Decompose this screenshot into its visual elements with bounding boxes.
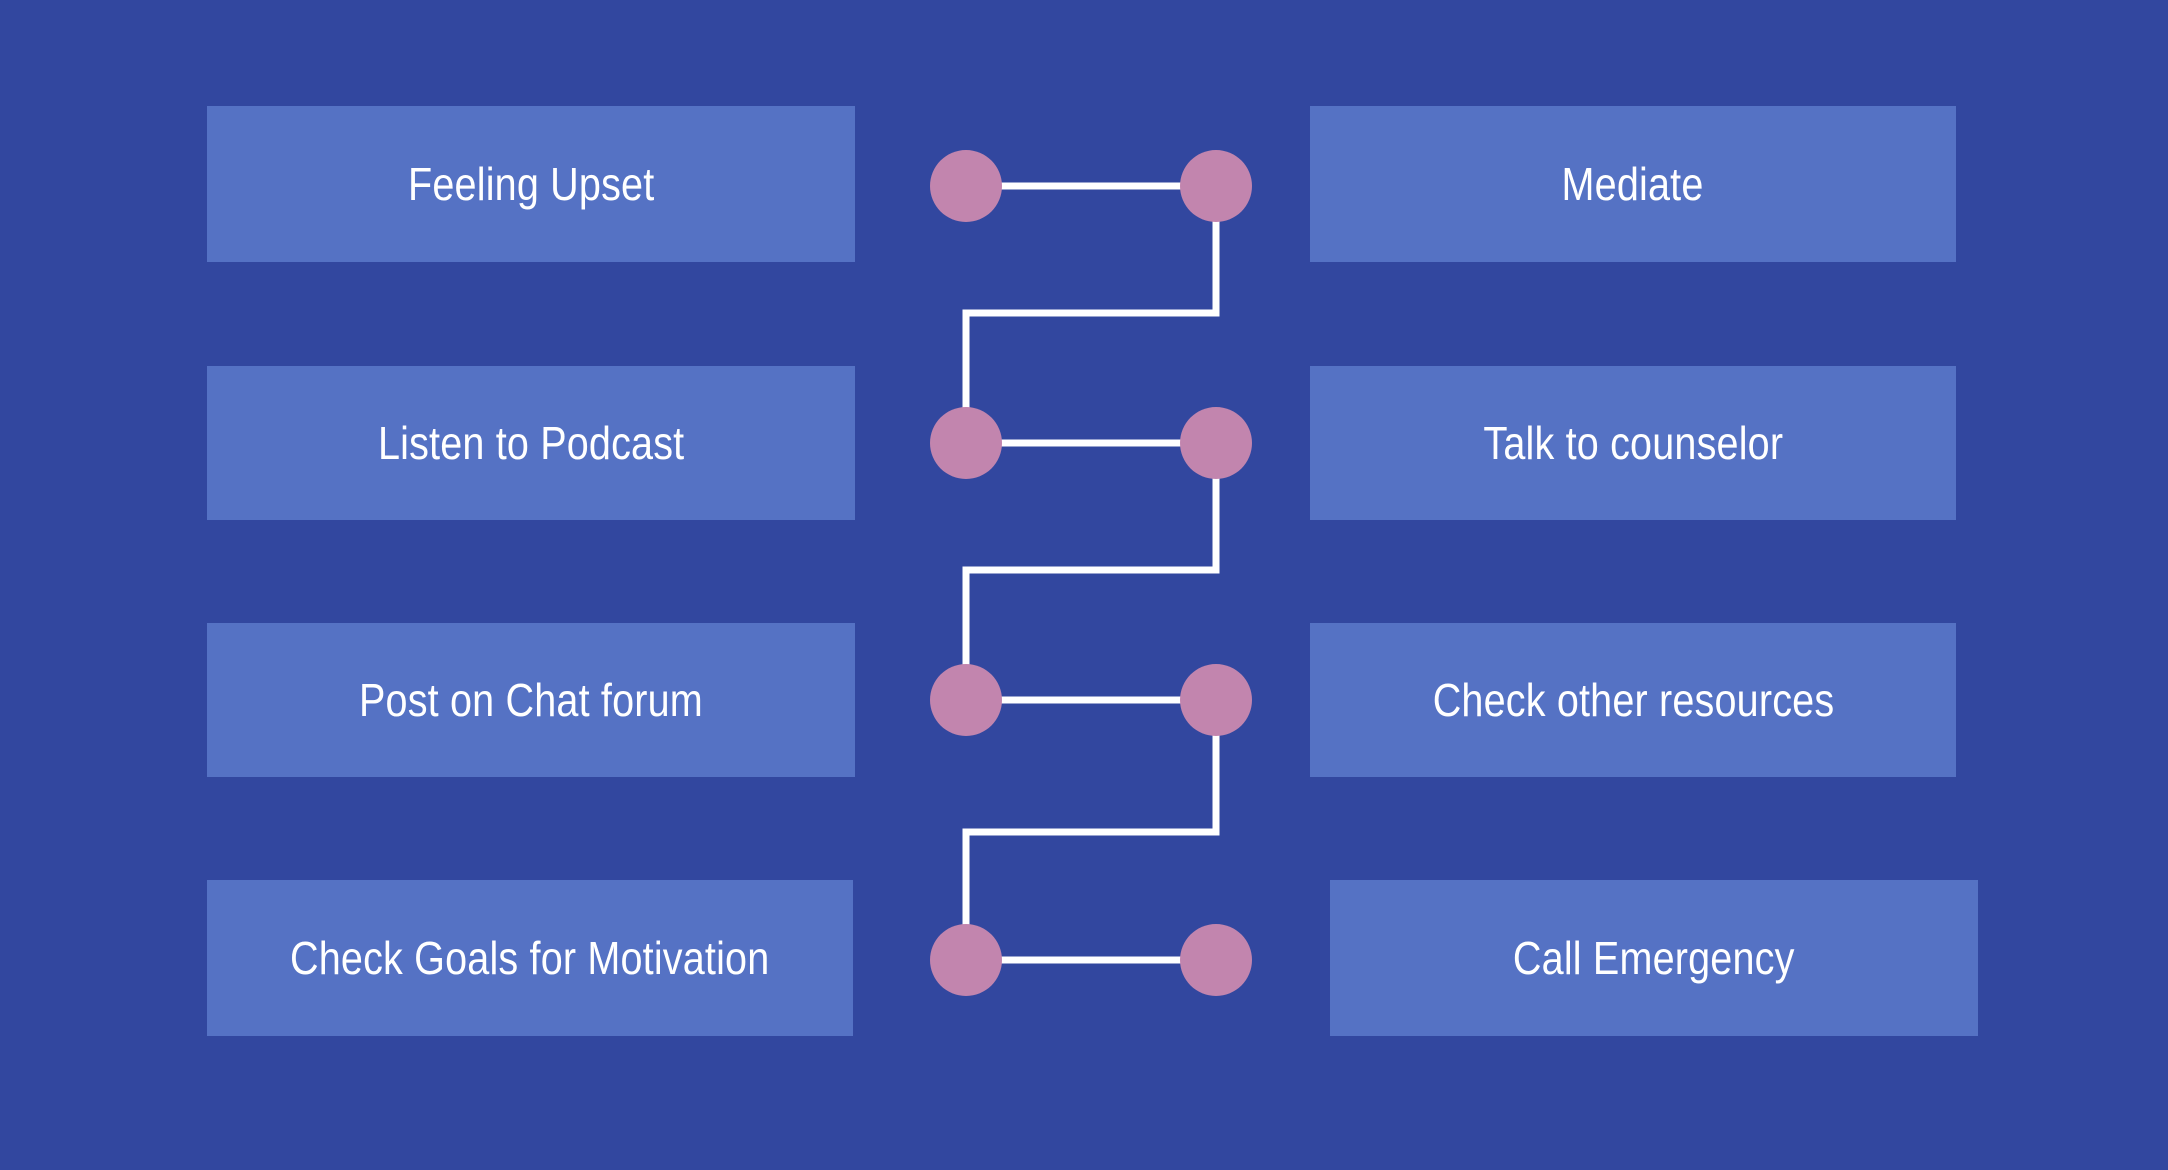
node-dot-left-3[interactable] — [930, 664, 1002, 736]
flow-node-label: Talk to counselor — [1483, 417, 1783, 469]
connector-lines — [962, 182, 1220, 964]
connector-row-1-to-row-2 — [962, 186, 1220, 443]
node-dot-right-3[interactable] — [1180, 664, 1252, 736]
flow-node-label: Check other resources — [1432, 674, 1834, 726]
node-dot-left-1[interactable] — [930, 150, 1002, 222]
connector-row-2-to-row-3 — [962, 443, 1220, 700]
connector-row-3-to-row-4 — [962, 700, 1220, 960]
flow-node-left-3[interactable]: Post on Chat forum — [207, 623, 855, 777]
flow-node-right-3[interactable]: Check other resources — [1310, 623, 1956, 777]
node-dot-left-2[interactable] — [930, 407, 1002, 479]
node-dot-right-4[interactable] — [1180, 924, 1252, 996]
flow-node-left-1[interactable]: Feeling Upset — [207, 106, 855, 262]
node-dot-right-1[interactable] — [1180, 150, 1252, 222]
flow-node-right-4[interactable]: Call Emergency — [1330, 880, 1978, 1036]
flow-node-left-2[interactable]: Listen to Podcast — [207, 366, 855, 520]
flow-node-label: Feeling Upset — [407, 158, 655, 210]
flow-node-label: Call Emergency — [1513, 932, 1795, 984]
flow-node-left-4[interactable]: Check Goals for Motivation — [207, 880, 853, 1036]
flow-node-label: Mediate — [1562, 158, 1704, 210]
flow-node-label: Check Goals for Motivation — [290, 932, 770, 984]
node-dot-right-2[interactable] — [1180, 407, 1252, 479]
node-dot-left-4[interactable] — [930, 924, 1002, 996]
flow-node-right-1[interactable]: Mediate — [1310, 106, 1956, 262]
flow-node-right-2[interactable]: Talk to counselor — [1310, 366, 1956, 520]
flow-node-label: Listen to Podcast — [377, 417, 685, 469]
flow-node-label: Post on Chat forum — [359, 674, 703, 726]
connector-node-dots — [930, 150, 1252, 996]
